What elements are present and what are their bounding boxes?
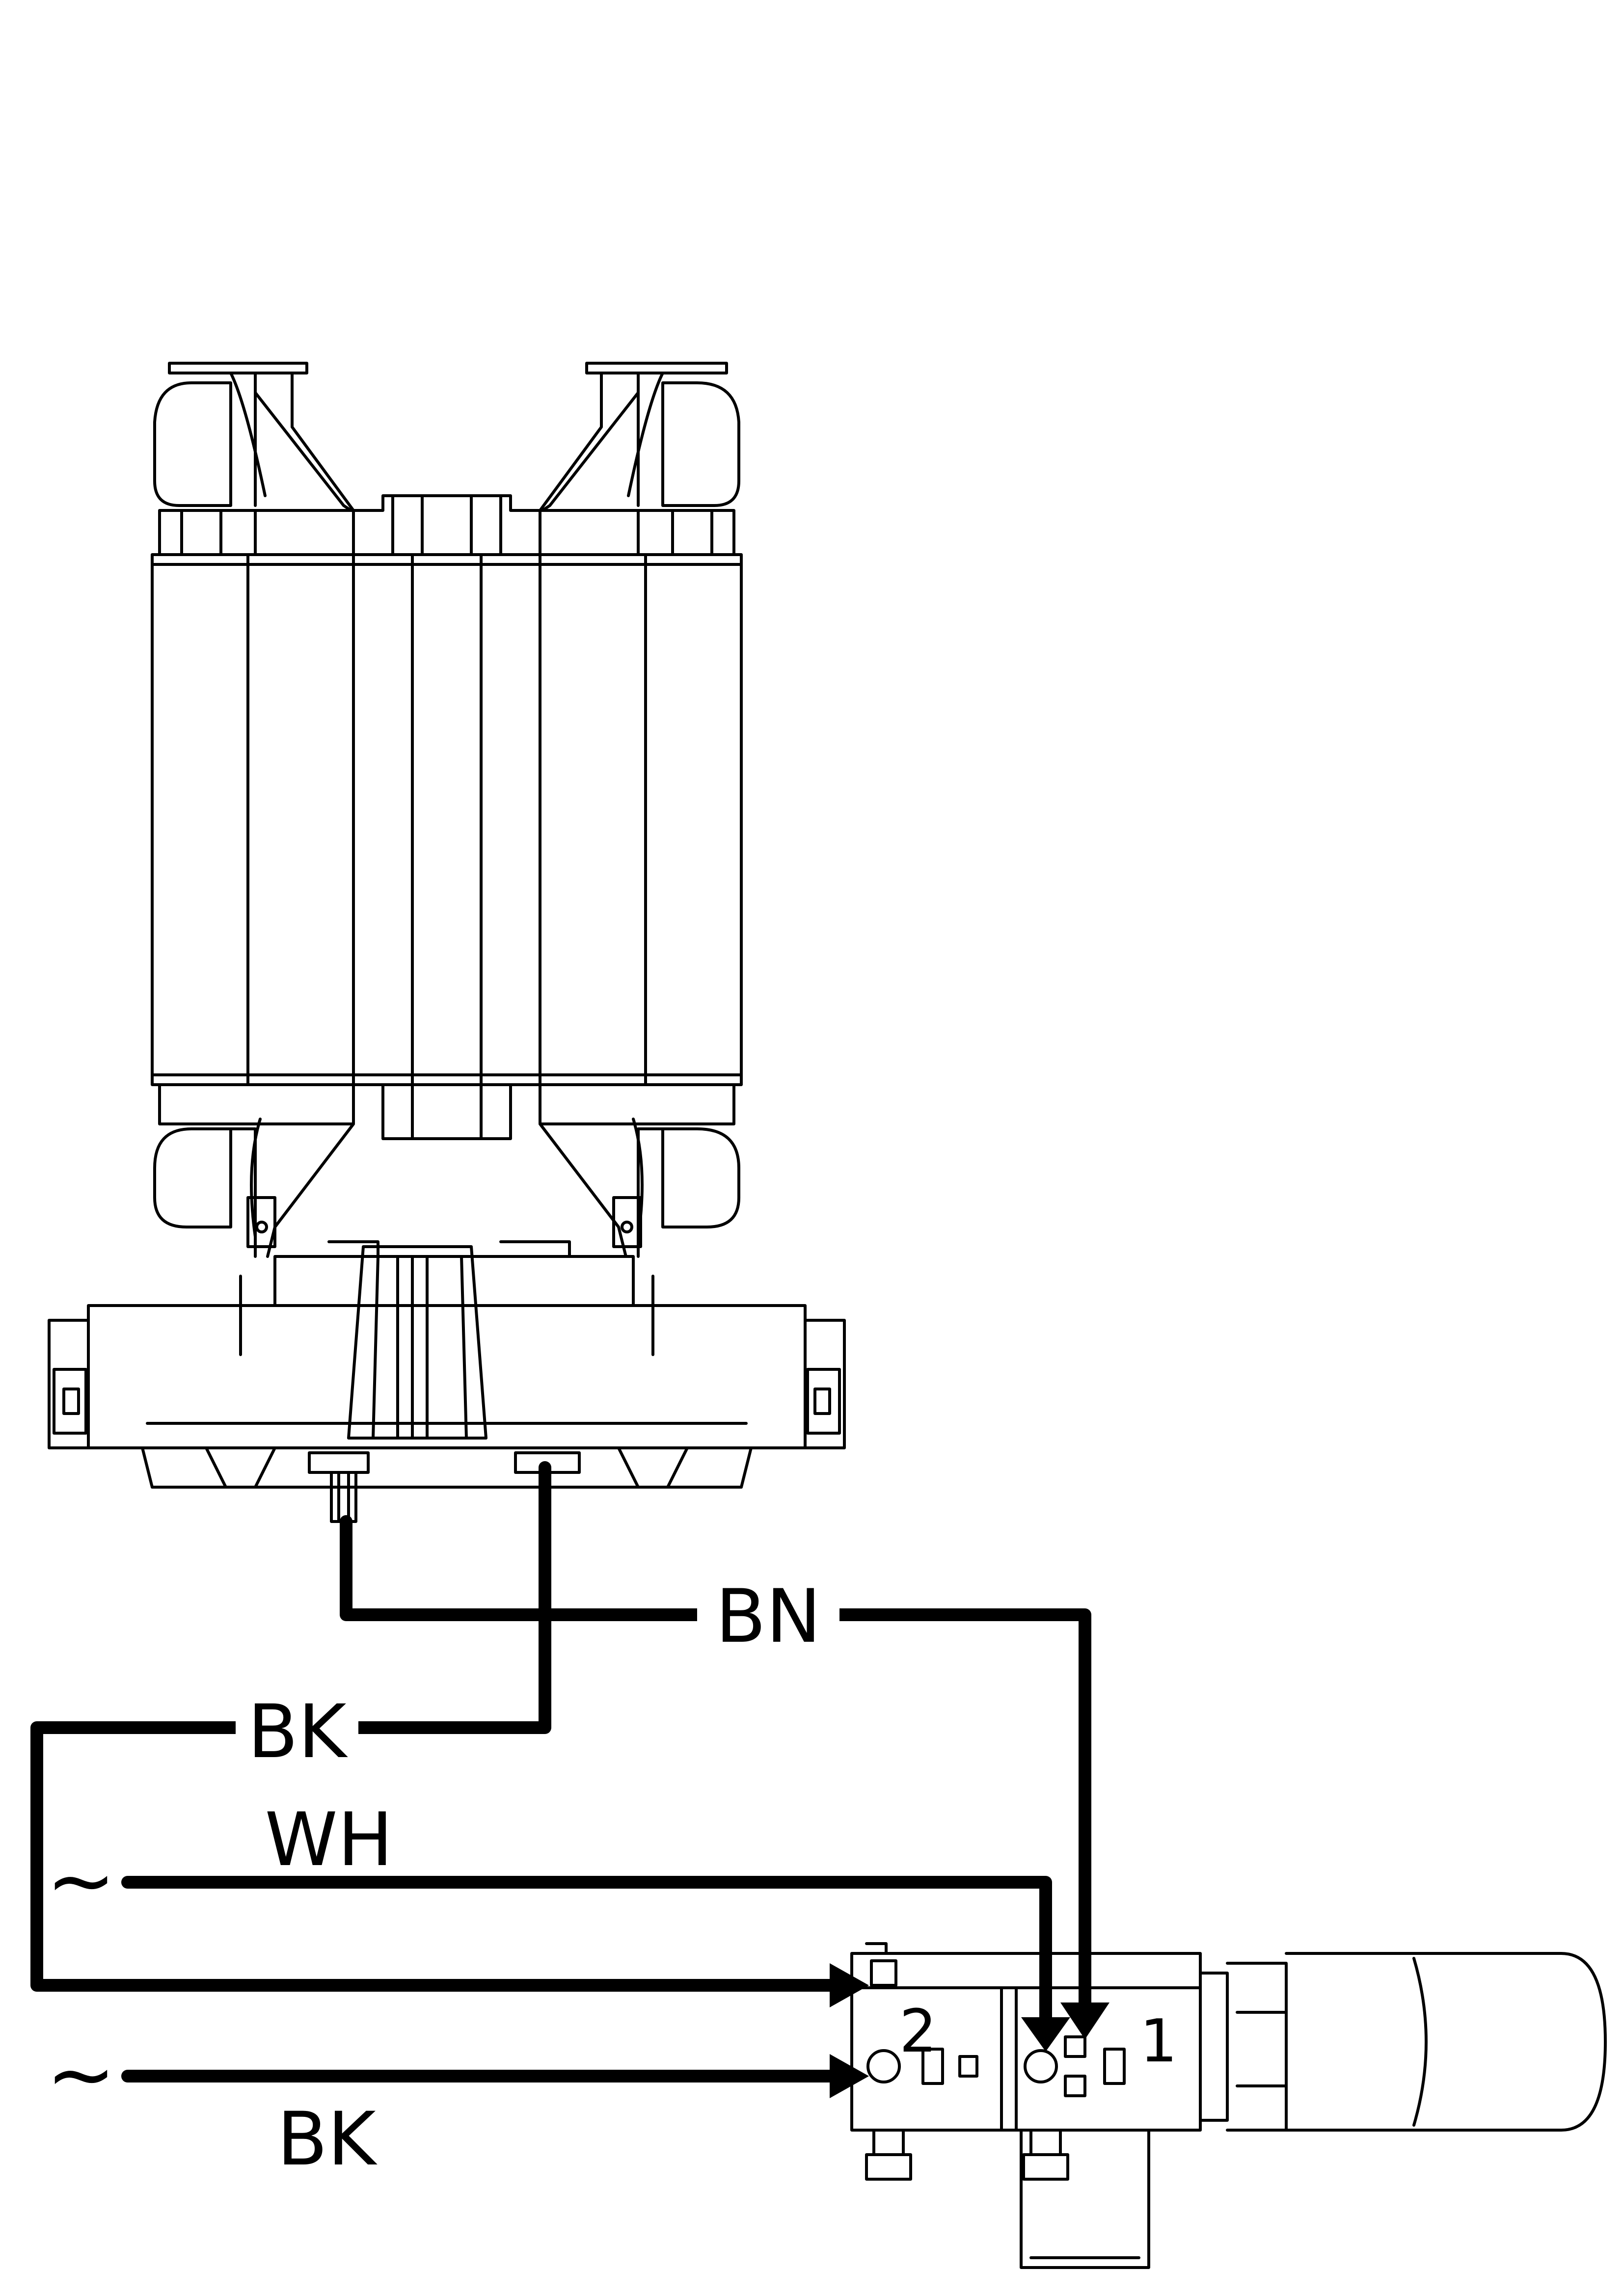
motor-stator-stack [151,553,743,1086]
motor-lead-stub-right [514,1451,581,1474]
terminal-1-screw [1024,2049,1058,2083]
terminal-2-label: 2 [899,1998,937,2066]
switch-screw-left [865,2129,912,2181]
wire-bk-supply-label: BK [277,2097,378,2182]
terminal-2-screw [866,2049,901,2083]
motor-commutator [347,1245,487,1440]
wire-wh-arrow [1021,2017,1070,2052]
wire-bn-label: BN [715,1574,821,1659]
motor-base-housing [48,1240,846,1489]
supply-symbol-top: ~ [46,1832,116,1929]
wire-wh-label: WH [265,1797,393,1883]
wire-bk-motor [30,1461,841,1992]
motor [48,362,846,1523]
terminal-top [870,1959,897,1987]
motor-lead-stub-left [308,1451,370,1523]
wire-bn-arrow [1060,2002,1109,2039]
supply-symbol-bottom: ~ [46,2026,116,2123]
motor-bracket-bottom-right [539,1083,740,1258]
wire-bk-supply-arrow [830,2054,869,2098]
terminal-2-slot [921,2048,944,2085]
motor-bottom-clip [352,1083,541,1140]
wire-bk-motor-label: BK [247,1689,348,1775]
wire-bk-motor-arrow [830,1963,869,2007]
wire-wh [121,1876,1052,2033]
terminal-2-contact [958,2055,978,2078]
motor-bracket-bottom-left [153,1083,355,1258]
switch-screw-right [1022,2129,1069,2181]
switch-body [850,1942,1607,2132]
motor-bracket-top-right [539,362,740,556]
switch-shaft [1020,2129,1150,2269]
terminal-1-contact-bottom [1064,2075,1086,2097]
switch: 2 1 [850,1942,1607,2269]
terminal-1-label: 1 [1140,2007,1177,2076]
motor-top-clip [352,494,541,556]
motor-bracket-top-left [153,362,355,556]
terminal-1-slot [1103,2048,1126,2085]
terminal-1-contact-top [1064,2035,1086,2058]
